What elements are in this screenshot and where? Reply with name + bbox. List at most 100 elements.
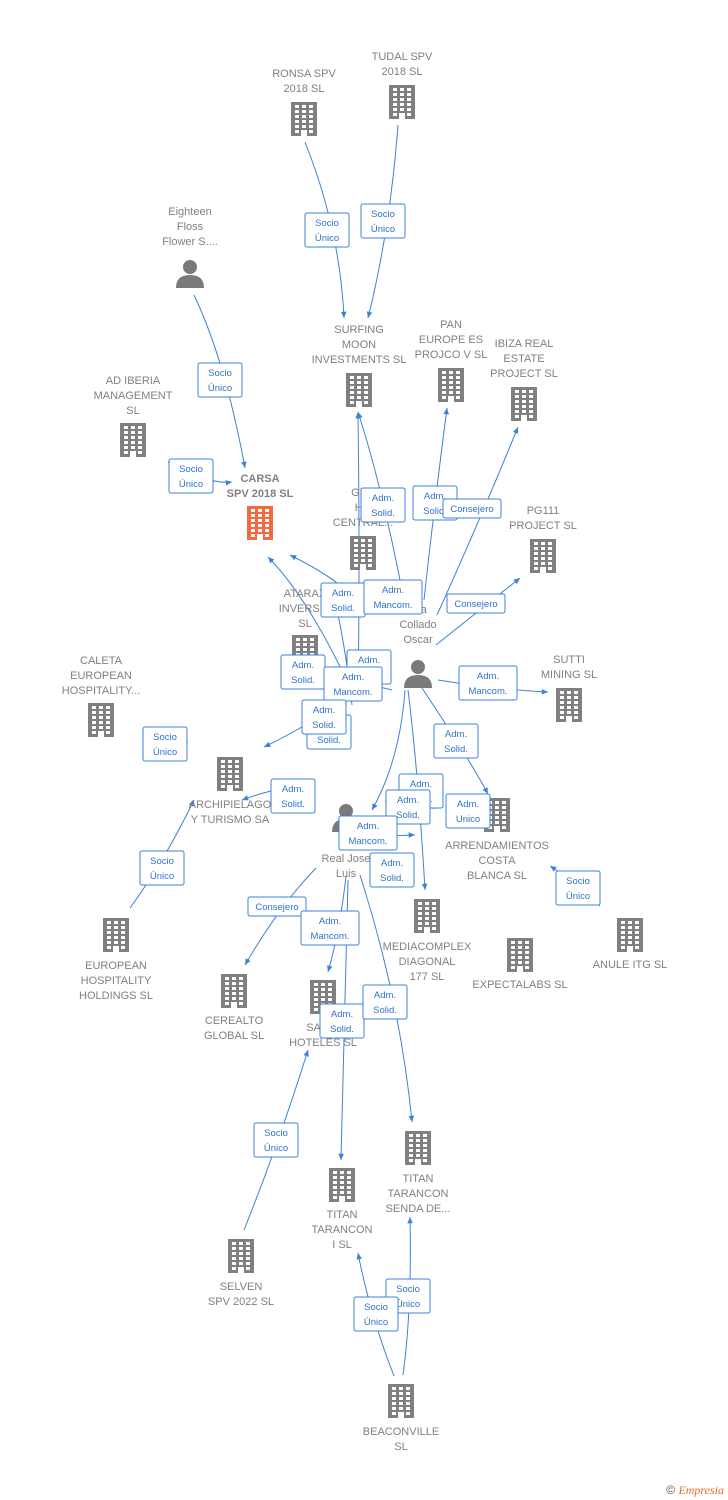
edge-label-box xyxy=(353,1296,399,1332)
node-adiberia[interactable]: AD IBERIA MANAGEMENT SL xyxy=(94,375,173,457)
edge-label[interactable]: Adm.Unico xyxy=(445,793,491,829)
node-label: Collado xyxy=(399,619,436,631)
edge-label-box xyxy=(445,793,491,829)
edge-label-box xyxy=(385,789,431,825)
edge-label-box xyxy=(360,487,406,523)
node-garcia[interactable]: rciaColladoOscar xyxy=(399,604,437,688)
edge-label[interactable]: Adm.Mancom. xyxy=(300,910,360,946)
node-gra[interactable]: GRAHOCENTRAL... xyxy=(333,487,394,570)
edge-label[interactable]: Adm.Solid. xyxy=(320,582,366,618)
node-label: ANULE ITG SL xyxy=(593,959,668,971)
edge-label[interactable]: Adm. Solid. xyxy=(360,487,406,523)
edge-label[interactable]: Consejero xyxy=(247,896,307,917)
node-label: PROJECT SL xyxy=(509,520,577,532)
node-label: Real Jose xyxy=(322,853,371,865)
node-label: Flower S.... xyxy=(162,236,218,248)
edge-label[interactable]: Adm.Mancom. xyxy=(458,665,518,701)
edge-label[interactable]: Adm.Solid. xyxy=(433,723,479,759)
edge-label-text: Único xyxy=(396,1299,420,1310)
node-label: SL xyxy=(126,405,139,417)
edge-label[interactable]: Adm.Solid. xyxy=(280,654,326,690)
building-icon xyxy=(88,703,114,737)
edge-label-text: Solid. xyxy=(396,810,420,821)
node-expectalabs[interactable]: EXPECTALABS SL xyxy=(472,938,568,991)
edge-label-text: Socio xyxy=(364,1302,388,1313)
node-label: EXPECTALABS SL xyxy=(472,979,567,991)
edge-label-text: Adm. xyxy=(374,990,396,1001)
edge-label[interactable]: Adm.Solid. xyxy=(369,852,415,888)
node-label: ATARAX xyxy=(284,588,327,600)
edge-label[interactable]: Adm.Solid. xyxy=(385,789,431,825)
edge-label[interactable]: Consejero xyxy=(442,498,502,519)
building-icon xyxy=(291,102,317,136)
edge-label[interactable]: Adm.Solid. xyxy=(362,984,408,1020)
node-label: AD IBERIA xyxy=(106,375,161,387)
edge-label[interactable]: Adm.Solid. xyxy=(301,699,347,735)
edge-label[interactable]: Adm.Solid. xyxy=(319,1003,365,1039)
footer: © Empresia xyxy=(666,1483,724,1498)
edge-label[interactable]: Adm.Mancom. xyxy=(323,666,383,702)
edge-label-text: Único xyxy=(179,479,203,490)
edge-label-text: Único xyxy=(371,224,395,235)
building-icon xyxy=(346,373,372,407)
node-label: PROJECT SL xyxy=(490,368,558,380)
edge-label-box xyxy=(555,870,601,906)
edge-label[interactable]: Consejero xyxy=(446,593,506,614)
edge-label-text: Socio xyxy=(153,732,177,743)
edge-label-text: Solid. xyxy=(444,744,468,755)
node-label: 177 SL xyxy=(410,971,445,983)
edge-label-text: Solid. xyxy=(281,799,305,810)
node-label: SL xyxy=(298,618,311,630)
edge-label-box xyxy=(338,815,398,851)
building-icon xyxy=(217,757,243,791)
edge-label-text: Consejero xyxy=(450,504,493,515)
node-label: BLANCA SL xyxy=(467,870,527,882)
brand-logo[interactable]: Empresia xyxy=(678,1483,724,1497)
edge-label-text: Solid. xyxy=(371,508,395,519)
edge-label-text: Socio xyxy=(315,218,339,229)
edge-label[interactable]: Adm.Solid. xyxy=(270,778,316,814)
node-label: MINING SL xyxy=(541,669,597,681)
node-caleta[interactable]: CALETAEUROPEANHOSPITALITY... xyxy=(62,655,140,737)
building-icon xyxy=(438,368,464,402)
edge-label[interactable]: Adm.Mancom. xyxy=(338,815,398,851)
building-icon xyxy=(221,974,247,1008)
node-label: MANAGEMENT xyxy=(94,390,173,402)
edge-label-box xyxy=(253,1122,299,1158)
edge-label[interactable]: Adm.Mancom. xyxy=(363,579,423,615)
node-label: SPV 2022 SL xyxy=(208,1296,274,1308)
edge-label-box xyxy=(247,896,307,917)
node-anule[interactable]: ANULE ITG SL xyxy=(593,918,668,971)
edge-label-text: Mancom. xyxy=(373,600,412,611)
node-label: CEREALTO xyxy=(205,1015,264,1027)
edge-label-text: Adm. xyxy=(372,493,394,504)
node-label: INVERSIO xyxy=(279,603,332,615)
